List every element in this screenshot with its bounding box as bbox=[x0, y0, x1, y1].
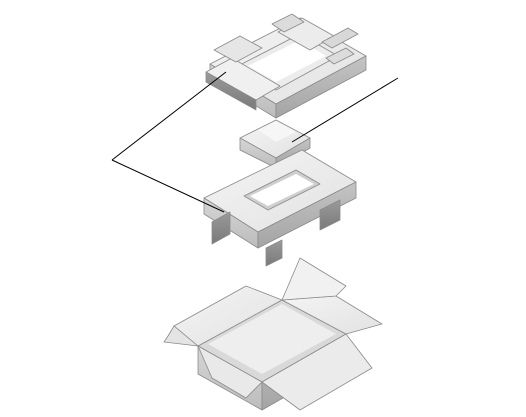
top-foam-insert bbox=[205, 13, 367, 119]
cardboard-box bbox=[163, 257, 383, 411]
bottom-foam-insert bbox=[203, 149, 357, 267]
leader-line-foam-top bbox=[111, 71, 227, 161]
leader-line-hdd bbox=[291, 77, 399, 143]
leader-line-foam-bottom bbox=[111, 159, 225, 213]
hard-drive-component bbox=[239, 119, 311, 169]
callout-leader-lines bbox=[111, 71, 399, 213]
